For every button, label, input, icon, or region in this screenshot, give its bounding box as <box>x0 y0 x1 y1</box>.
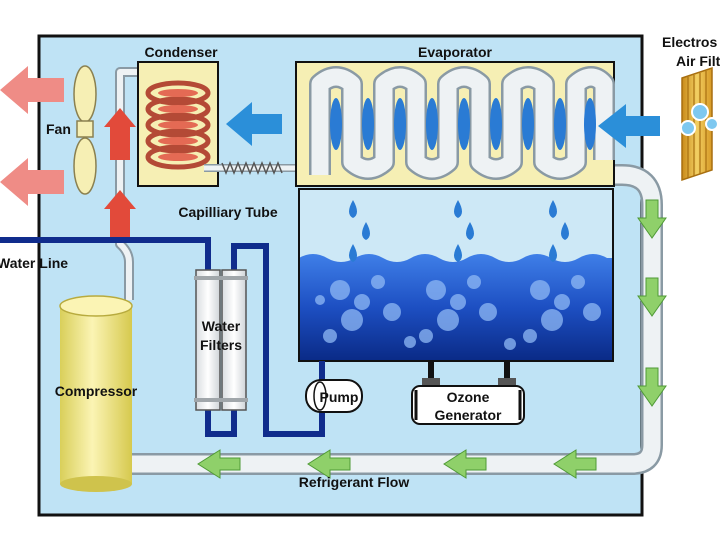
hot-arrow-icon <box>110 207 130 240</box>
exhaust-arrow-icon <box>0 158 64 206</box>
water-filters <box>194 269 248 411</box>
capillary-tube <box>204 160 298 176</box>
refrigerant-arrow-icon <box>637 367 667 407</box>
hot-flow-arrows <box>104 108 136 240</box>
water-drop-icon <box>466 222 474 240</box>
water-drop-icon <box>349 244 357 262</box>
water-drop-icon <box>549 200 557 218</box>
refrigerant-arrow-icon <box>307 449 351 479</box>
water-drop-icon <box>349 200 357 218</box>
air-filter-label-line2: Air Filt <box>676 53 720 69</box>
refrigerant-arrow-icon <box>553 449 597 479</box>
hot-arrow-icon <box>104 108 136 127</box>
water-drop-icon <box>561 222 569 240</box>
ozone-generator-label: Ozone <box>447 389 490 405</box>
evaporator-label: Evaporator <box>418 44 492 60</box>
water-drops <box>349 200 569 262</box>
air-arrow-icon <box>598 104 660 148</box>
refrigerant-loop <box>115 67 663 475</box>
refrigerant-arrow-icon <box>443 449 487 479</box>
exhaust-arrow-icon <box>0 66 64 114</box>
water-filters-label: Water <box>202 318 241 334</box>
air-filter-icon <box>680 66 719 182</box>
refrigerant-flow-arrows <box>197 199 667 479</box>
hot-arrow-icon <box>104 190 136 209</box>
pump-label: Pump <box>320 389 359 405</box>
capillary-tube-label: Capilliary Tube <box>178 204 278 220</box>
water-drop-icon <box>549 244 557 262</box>
fan-icon <box>73 65 97 195</box>
evaporator <box>295 61 615 187</box>
pump <box>305 379 363 413</box>
water-line-plumbing <box>0 237 325 437</box>
refrigerant-flow-label: Refrigerant Flow <box>299 474 410 490</box>
refrigerant-arrow-icon <box>637 199 667 239</box>
water-drop-icon <box>454 244 462 262</box>
ozone-generator-label-line2: Generator <box>435 407 502 423</box>
air-arrow-icon <box>226 102 282 146</box>
air-filter-label: Electros <box>662 34 717 50</box>
water-drop-icon <box>362 222 370 240</box>
compressor <box>59 295 133 492</box>
refrigerant-arrow-icon <box>637 277 667 317</box>
refrigerant-arrow-icon <box>197 449 241 479</box>
fan-label: Fan <box>46 121 71 137</box>
water-drop-icon <box>454 200 462 218</box>
exhaust-arrows <box>0 66 64 206</box>
condenser <box>137 61 219 187</box>
water-filters-label-line2: Filters <box>200 337 242 353</box>
hot-arrow-icon <box>110 125 130 160</box>
water-tank <box>298 188 614 362</box>
water-line-label: Water Line <box>0 255 68 271</box>
ozone-generator <box>411 361 525 425</box>
condenser-label: Condenser <box>144 44 218 60</box>
compressor-label: Compressor <box>55 383 138 399</box>
